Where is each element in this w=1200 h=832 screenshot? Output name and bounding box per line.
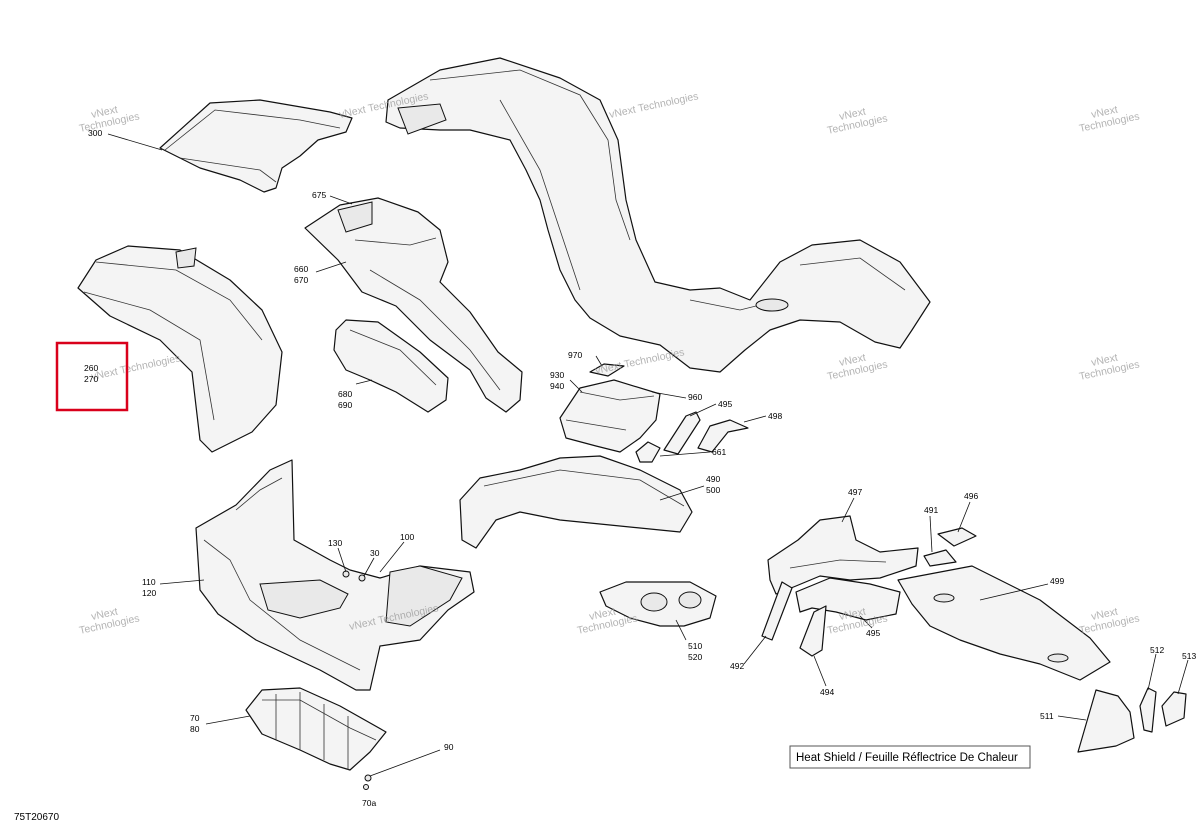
callout-labels: 300 675 660 670 260 270 680 690 970 930 …	[84, 128, 1196, 808]
part-510-headlight[interactable]	[599, 581, 717, 627]
callout-70[interactable]: 70	[190, 713, 200, 723]
drawing-code: 75T20670	[14, 812, 59, 823]
callout-500[interactable]: 500	[706, 485, 720, 495]
callout-495-upper[interactable]: 495	[718, 399, 732, 409]
part-260-left-panel[interactable]	[77, 245, 283, 453]
callout-940[interactable]: 940	[550, 381, 564, 391]
callout-491[interactable]: 491	[924, 505, 938, 515]
part-499-plate[interactable]	[897, 565, 1111, 681]
svg-text:vNext: vNext	[838, 352, 867, 369]
fastener-90[interactable]	[364, 774, 372, 782]
callout-675[interactable]: 675	[312, 190, 326, 200]
callout-511[interactable]: 511	[1040, 711, 1054, 721]
part-494-shield-strip[interactable]	[799, 605, 827, 657]
callout-498[interactable]: 498	[768, 411, 782, 421]
part-110-footwell[interactable]	[195, 459, 475, 691]
callout-120[interactable]: 120	[142, 588, 156, 598]
legend: Heat Shield / Feuille Réflectrice De Cha…	[789, 745, 1031, 769]
fastener-30[interactable]	[358, 574, 366, 582]
legend-text: Heat Shield / Feuille Réflectrice De Cha…	[796, 752, 1018, 764]
svg-text:vNext: vNext	[588, 606, 617, 623]
callout-494[interactable]: 494	[820, 687, 834, 697]
callout-661[interactable]: 661	[712, 447, 726, 457]
part-498-bracket[interactable]	[697, 419, 749, 453]
leader-lines	[107, 133, 1189, 777]
svg-text:vNext Technologies: vNext Technologies	[608, 90, 699, 121]
callout-690[interactable]: 690	[338, 400, 352, 410]
callout-260[interactable]: 260	[84, 363, 98, 373]
part-492-shield-strip[interactable]	[761, 581, 793, 641]
svg-text:vNext Technologies: vNext Technologies	[594, 346, 685, 377]
part-512-clip[interactable]	[1139, 687, 1157, 733]
svg-text:vNext Technologies: vNext Technologies	[90, 352, 181, 383]
svg-text:vNext: vNext	[90, 606, 119, 623]
fastener-70a[interactable]	[363, 784, 369, 790]
part-491-shield-tab[interactable]	[923, 549, 957, 567]
svg-text:vNext: vNext	[838, 606, 867, 623]
callout-130[interactable]: 130	[328, 538, 342, 548]
callout-520[interactable]: 520	[688, 652, 702, 662]
callout-670[interactable]: 670	[294, 275, 308, 285]
callout-80[interactable]: 80	[190, 724, 200, 734]
callout-100[interactable]: 100	[400, 532, 414, 542]
svg-text:vNext: vNext	[1090, 352, 1119, 369]
callout-499[interactable]: 499	[1050, 576, 1064, 586]
callout-30[interactable]: 30	[370, 548, 380, 558]
part-660-side-panel[interactable]	[304, 197, 523, 413]
callout-660[interactable]: 660	[294, 264, 308, 274]
part-511-shield[interactable]	[1077, 689, 1135, 753]
callout-930[interactable]: 930	[550, 370, 564, 380]
svg-text:vNext: vNext	[1090, 606, 1119, 623]
callout-90[interactable]: 90	[444, 742, 454, 752]
callout-510[interactable]: 510	[688, 641, 702, 651]
callout-110[interactable]: 110	[142, 577, 156, 587]
callout-492[interactable]: 492	[730, 661, 744, 671]
part-661-clip[interactable]	[635, 441, 661, 463]
callout-497[interactable]: 497	[848, 487, 862, 497]
part-496-shield-tab[interactable]	[937, 527, 977, 547]
front-fascia[interactable]	[385, 57, 931, 373]
part-680-duct[interactable]	[333, 319, 449, 413]
svg-text:vNext: vNext	[90, 104, 119, 121]
callout-495-lower[interactable]: 495	[866, 628, 880, 638]
callout-513[interactable]: 513	[1182, 651, 1196, 661]
part-70-footrest[interactable]	[245, 687, 387, 771]
callout-300[interactable]: 300	[88, 128, 102, 138]
svg-text:vNext: vNext	[838, 106, 867, 123]
part-513-clip[interactable]	[1161, 691, 1187, 727]
svg-text:vNext: vNext	[1090, 104, 1119, 121]
part-490-lower-fender[interactable]	[459, 455, 693, 549]
callout-970[interactable]: 970	[568, 350, 582, 360]
part-495-bracket[interactable]	[663, 411, 701, 455]
highlight-box	[55, 341, 129, 412]
callout-70a[interactable]: 70a	[362, 798, 376, 808]
callout-270[interactable]: 270	[84, 374, 98, 384]
callout-680[interactable]: 680	[338, 389, 352, 399]
part-300-fender-shell[interactable]	[159, 99, 353, 193]
callout-496[interactable]: 496	[964, 491, 978, 501]
part-970-clip[interactable]	[589, 363, 625, 377]
callout-490[interactable]: 490	[706, 474, 720, 484]
callout-960[interactable]: 960	[688, 392, 702, 402]
callout-512[interactable]: 512	[1150, 645, 1164, 655]
part-930-box[interactable]	[559, 379, 661, 453]
